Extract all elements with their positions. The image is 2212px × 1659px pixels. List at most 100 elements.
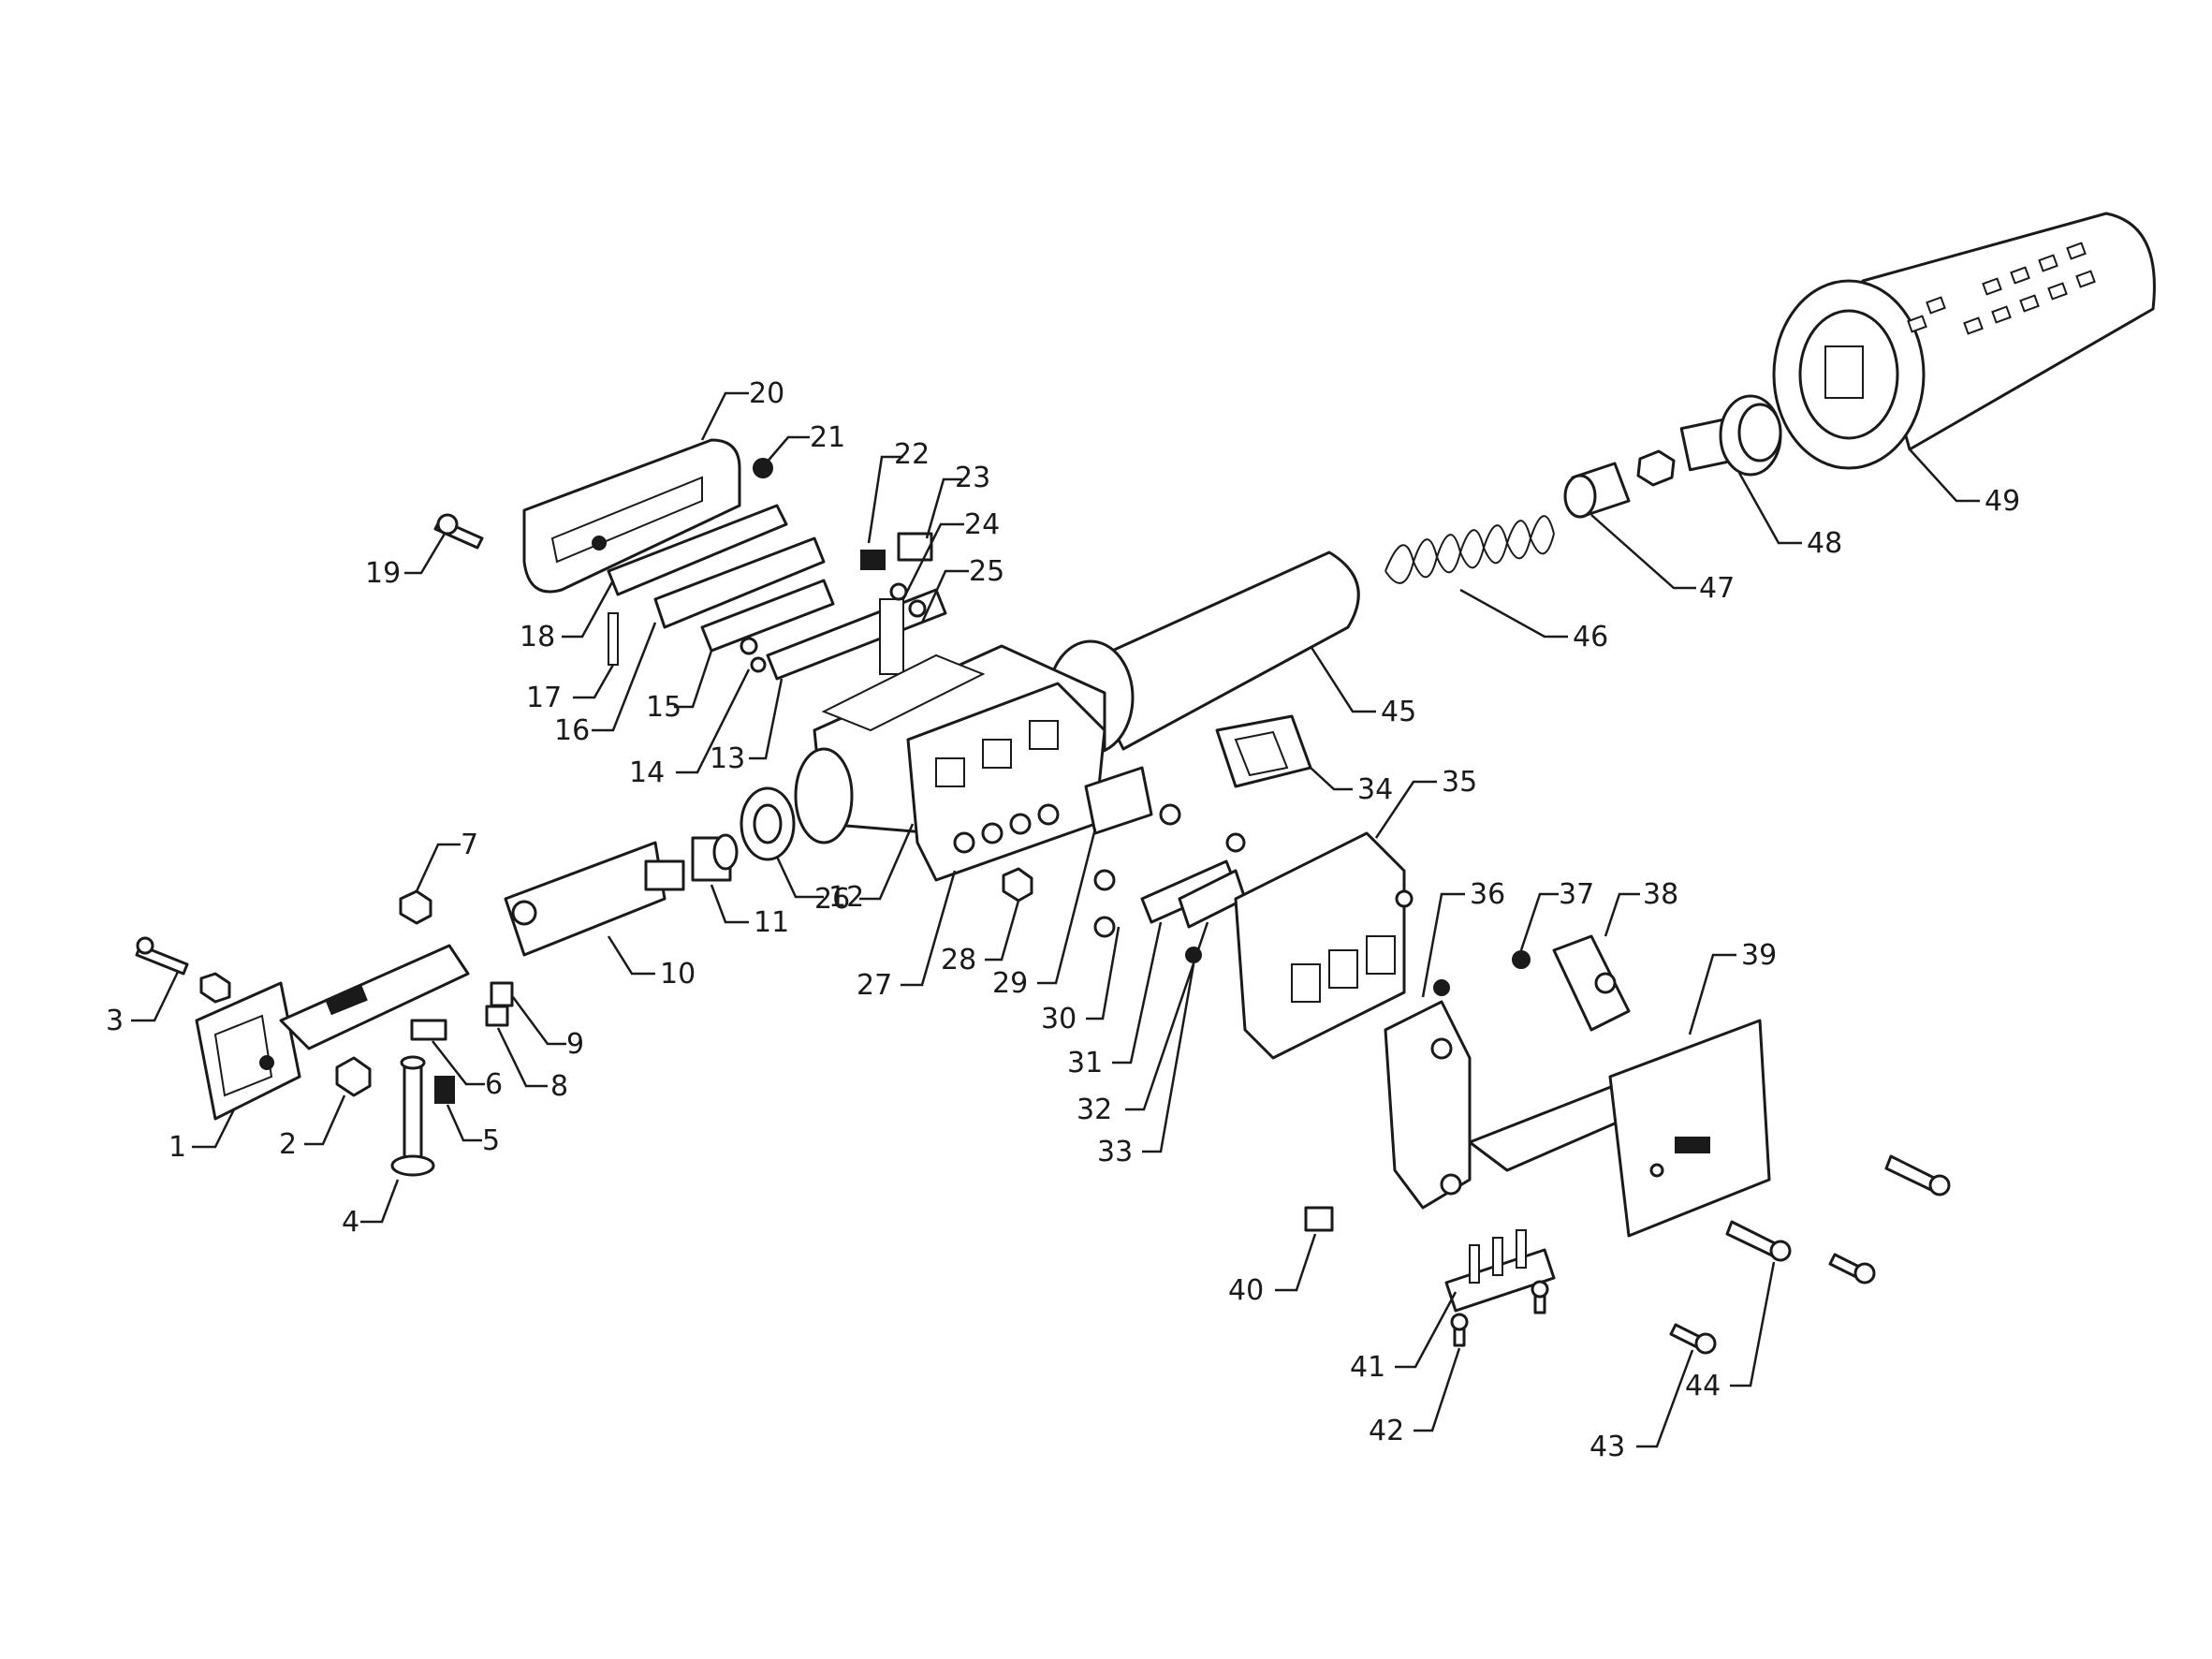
- svg-text:39: 39: [1741, 939, 1777, 972]
- callout-11: 11: [710, 884, 789, 939]
- callout-33: 33: [1097, 963, 1195, 1168]
- svg-text:20: 20: [749, 377, 784, 410]
- part-cover-plate: [1608, 1019, 1771, 1238]
- svg-text:7: 7: [461, 829, 478, 861]
- svg-text:18: 18: [520, 621, 555, 653]
- svg-text:26: 26: [814, 883, 850, 916]
- callout-12: 12: [775, 856, 864, 914]
- callout-46: 46: [1459, 588, 1608, 653]
- callout-49: 49: [1909, 448, 2020, 518]
- part-screw-43: [1669, 1323, 1717, 1355]
- part-sleeve: [1563, 462, 1631, 519]
- part-terminal-block: [1444, 1229, 1556, 1313]
- callout-20: 20: [700, 377, 784, 441]
- callout-2: 2: [279, 1094, 346, 1161]
- part-washer: [740, 786, 796, 861]
- callout-41: 41: [1350, 1291, 1458, 1384]
- svg-text:35: 35: [1442, 766, 1477, 799]
- callout-25: 25: [920, 555, 1004, 624]
- callout-10: 10: [607, 935, 696, 991]
- part-trigger: [1552, 934, 1631, 1032]
- part-screws-30: [1093, 803, 1246, 938]
- callout-37: 37: [1519, 878, 1594, 951]
- part-contact-6: [410, 1019, 447, 1041]
- svg-text:15: 15: [646, 691, 681, 724]
- callout-36: 36: [1421, 878, 1505, 998]
- part-nut-28: [1002, 867, 1033, 903]
- callout-30: 30: [1041, 926, 1121, 1035]
- callout-28: 28: [941, 900, 1020, 976]
- part-screw-19: [433, 513, 484, 550]
- svg-text:13: 13: [710, 742, 745, 775]
- callout-38: 38: [1604, 878, 1678, 937]
- callout-34: 34: [1310, 767, 1393, 806]
- callout-40: 40: [1228, 1233, 1317, 1307]
- callout-21: 21: [765, 421, 845, 464]
- svg-text:33: 33: [1097, 1136, 1133, 1168]
- callout-26: 26: [814, 823, 915, 916]
- svg-text:6: 6: [485, 1068, 503, 1101]
- svg-text:27: 27: [857, 969, 892, 1002]
- svg-text:11: 11: [754, 906, 789, 939]
- svg-text:19: 19: [365, 557, 401, 590]
- part-spring: [1384, 515, 1555, 584]
- callout-6: 6: [432, 1040, 503, 1101]
- part-screw-41b: [1531, 1280, 1549, 1314]
- svg-text:23: 23: [955, 462, 990, 494]
- svg-text:14: 14: [629, 756, 665, 789]
- part-screw-3: [135, 936, 189, 976]
- part-pin-9: [490, 981, 514, 1007]
- part-screw-21: [753, 458, 773, 478]
- part-screw-44c: [1884, 1154, 1951, 1197]
- svg-text:42: 42: [1369, 1415, 1404, 1447]
- svg-text:5: 5: [482, 1124, 500, 1157]
- svg-text:29: 29: [992, 967, 1028, 1000]
- callout-19: 19: [365, 533, 447, 590]
- svg-text:12: 12: [828, 881, 864, 914]
- svg-text:40: 40: [1228, 1274, 1264, 1307]
- part-pin-4: [390, 1055, 435, 1177]
- svg-text:38: 38: [1643, 878, 1678, 911]
- callout-43: 43: [1589, 1349, 1694, 1463]
- svg-text:41: 41: [1350, 1351, 1385, 1384]
- part-connector: [860, 532, 933, 570]
- svg-text:17: 17: [526, 682, 562, 714]
- part-switch: [504, 841, 685, 957]
- part-screw-37: [1512, 950, 1531, 969]
- part-slide-bar: [279, 944, 470, 1050]
- svg-text:9: 9: [566, 1028, 584, 1061]
- svg-text:31: 31: [1067, 1047, 1103, 1079]
- callout-7: 7: [415, 829, 478, 892]
- part-plug: [691, 833, 739, 882]
- part-small-tabs: [608, 582, 927, 675]
- svg-text:1: 1: [168, 1131, 186, 1164]
- callout-15: 15: [646, 650, 713, 724]
- part-nut-fitting: [1636, 394, 1782, 487]
- part-screw-42: [1450, 1313, 1469, 1347]
- callout-39: 39: [1688, 939, 1777, 1035]
- callouts: 1 2 3 4 5 6 7 8: [106, 377, 2020, 1463]
- svg-text:34: 34: [1357, 773, 1393, 806]
- callout-23: 23: [925, 462, 990, 539]
- svg-text:3: 3: [106, 1005, 124, 1037]
- callout-13: 13: [710, 678, 784, 775]
- grip-texture: [1907, 242, 2096, 335]
- callout-5: 5: [446, 1104, 500, 1157]
- svg-text:10: 10: [660, 958, 696, 991]
- svg-text:8: 8: [550, 1070, 568, 1103]
- callout-31: 31: [1067, 921, 1163, 1079]
- callout-32: 32: [1077, 921, 1209, 1126]
- svg-text:46: 46: [1573, 621, 1608, 653]
- callout-14: 14: [629, 668, 751, 789]
- part-hex-nut: [199, 972, 372, 1097]
- svg-text:49: 49: [1985, 485, 2020, 518]
- part-nut-7: [399, 889, 432, 925]
- svg-text:44: 44: [1685, 1370, 1721, 1402]
- callout-35: 35: [1374, 766, 1477, 839]
- callout-42: 42: [1369, 1347, 1461, 1447]
- svg-text:22: 22: [894, 438, 930, 471]
- svg-text:25: 25: [969, 555, 1004, 588]
- svg-text:2: 2: [279, 1128, 297, 1161]
- callout-18: 18: [520, 580, 615, 653]
